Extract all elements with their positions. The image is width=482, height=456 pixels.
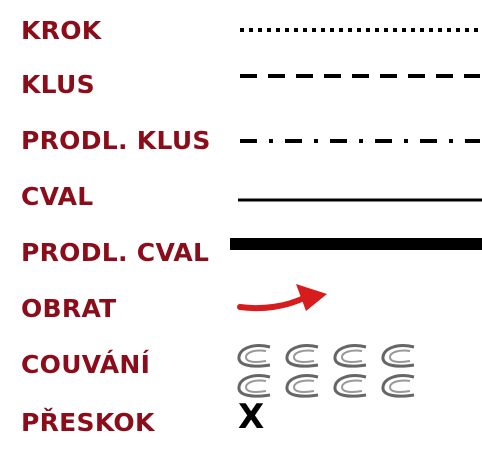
legend-row-couvani: COUVÁNÍ [0,344,482,398]
legend-label-couvani: COUVÁNÍ [21,350,151,379]
solid-line-icon [238,198,482,202]
legend-label-preskok: PŘESKOK [21,408,155,437]
dotted-line-icon [240,28,480,32]
legend-row-krok: KROK [0,14,482,64]
legend-label-obrat: OBRAT [21,294,117,323]
legend-label-cval: CVAL [21,182,94,211]
legend-row-obrat: OBRAT [0,284,482,342]
legend-row-cval: CVAL [0,180,482,230]
legend-label-prodl-klus: PRODL. KLUS [21,126,211,155]
legend-label-krok: KROK [21,16,102,45]
gait-legend: KROK KLUS PRODL. KLUS CVAL PRODL. CVAL O… [0,14,482,435]
legend-row-preskok: PŘESKOK X [0,400,482,456]
backward-swirl-pattern-icon [237,344,416,398]
legend-row-prodl-cval: PRODL. CVAL [0,236,482,286]
dashed-line-icon [240,74,480,78]
legend-label-klus: KLUS [21,70,95,99]
thick-solid-line-icon [230,238,482,250]
x-mark-icon: X [238,397,265,437]
legend-label-prodl-cval: PRODL. CVAL [21,238,210,267]
legend-row-klus: KLUS [0,68,482,118]
red-curved-arrow-icon [237,284,327,312]
dash-dot-line-icon [240,139,480,143]
legend-row-prodl-klus: PRODL. KLUS [0,124,482,174]
